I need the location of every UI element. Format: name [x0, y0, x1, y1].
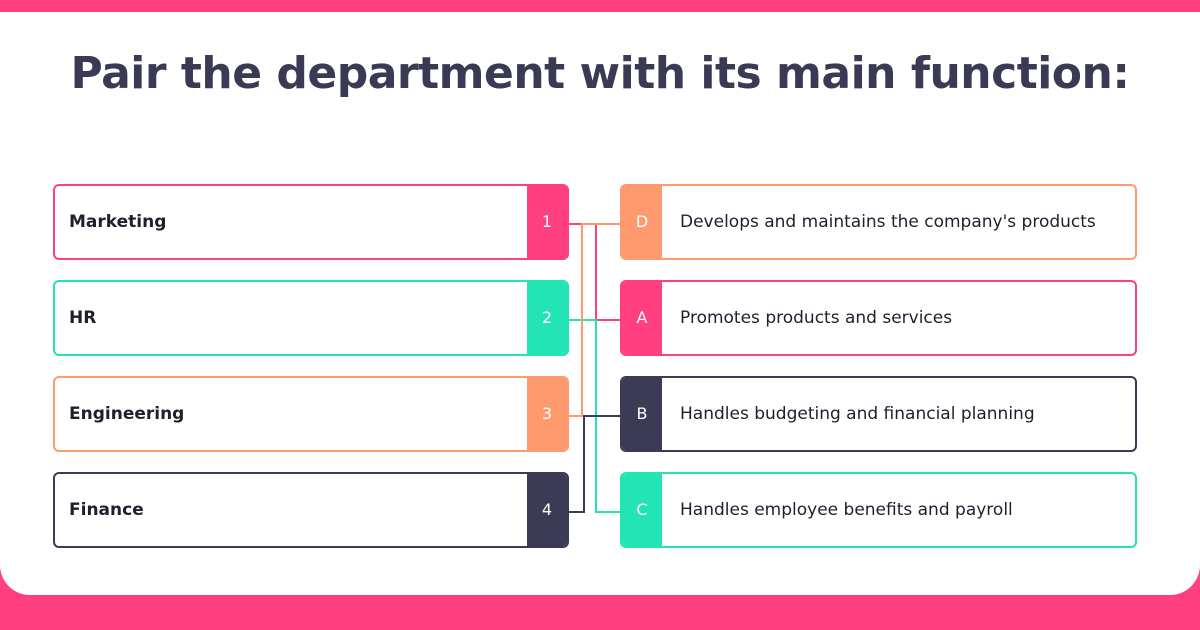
department-label: Finance	[69, 500, 144, 520]
function-option-a[interactable]: A Promotes products and services	[620, 280, 1137, 356]
connector-3-D	[569, 223, 620, 417]
department-label: Engineering	[69, 404, 185, 424]
department-number: 4	[527, 474, 567, 546]
function-label: Handles employee benefits and payroll	[680, 500, 1013, 520]
function-option-d[interactable]: D Develops and maintains the company's p…	[620, 184, 1137, 260]
function-label: Promotes products and services	[680, 308, 953, 328]
department-number: 3	[527, 378, 567, 450]
function-option-c[interactable]: C Handles employee benefits and payroll	[620, 472, 1137, 548]
function-letter: A	[622, 282, 662, 354]
department-number: 2	[527, 282, 567, 354]
department-label: Marketing	[69, 212, 167, 232]
department-marketing[interactable]: Marketing 1	[53, 184, 569, 260]
department-label: HR	[69, 308, 97, 328]
page-title: Pair the department with its main functi…	[70, 48, 1130, 99]
function-letter: C	[622, 474, 662, 546]
department-hr[interactable]: HR 2	[53, 280, 569, 356]
function-label: Develops and maintains the company's pro…	[680, 212, 1096, 232]
connector-1-A	[569, 223, 620, 321]
department-engineering[interactable]: Engineering 3	[53, 376, 569, 452]
function-option-b[interactable]: B Handles budgeting and financial planni…	[620, 376, 1137, 452]
department-number: 1	[527, 186, 567, 258]
function-label: Handles budgeting and financial planning	[680, 404, 1035, 424]
department-finance[interactable]: Finance 4	[53, 472, 569, 548]
function-letter: D	[622, 186, 662, 258]
connector-4-B	[569, 415, 620, 513]
function-letter: B	[622, 378, 662, 450]
